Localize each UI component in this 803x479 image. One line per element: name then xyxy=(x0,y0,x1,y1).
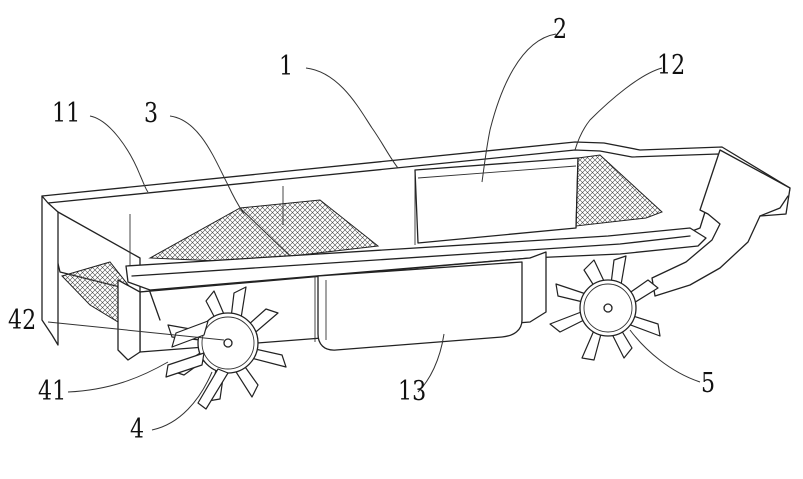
left-support xyxy=(117,279,161,361)
paddle-wheel-5 xyxy=(549,255,661,361)
callout-5: 5 xyxy=(701,368,716,399)
leader-4 xyxy=(151,371,213,431)
callout-2: 2 xyxy=(553,14,568,45)
trough-13 xyxy=(317,261,523,351)
mesh-screen-12 xyxy=(575,154,663,227)
callout-1: 1 xyxy=(279,51,294,82)
paddle-wheel-4 xyxy=(165,286,287,410)
callout-12: 12 xyxy=(657,50,686,81)
leader-lines xyxy=(47,33,701,431)
leader-1 xyxy=(305,67,399,169)
callout-3: 3 xyxy=(144,98,159,129)
leader-42 xyxy=(47,321,225,341)
callout-11: 11 xyxy=(52,98,81,129)
leader-5 xyxy=(629,329,701,383)
collection-box-2 xyxy=(414,157,579,244)
callout-13: 13 xyxy=(398,376,427,407)
leader-12 xyxy=(574,67,663,151)
leader-13 xyxy=(417,333,445,393)
leader-11 xyxy=(89,115,149,193)
callout-41: 41 xyxy=(38,376,67,407)
leader-3 xyxy=(169,115,245,215)
leader-41 xyxy=(67,361,169,393)
wheel-hub-42 xyxy=(223,338,233,348)
leader-2 xyxy=(481,33,557,183)
callout-4: 4 xyxy=(130,414,145,445)
callout-42: 42 xyxy=(8,305,37,336)
front-rim xyxy=(125,227,707,291)
